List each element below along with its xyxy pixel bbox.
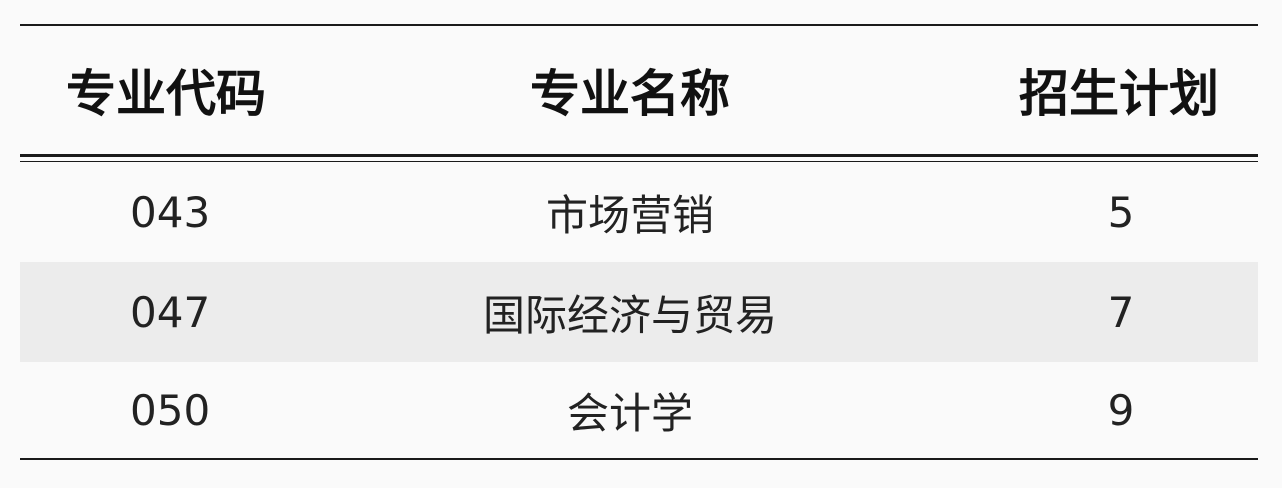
row-major-code: 047 (130, 287, 211, 337)
table-header-row: 专业代码 专业名称 招生计划 (20, 26, 1258, 154)
row-major-name: 会计学 (566, 388, 693, 438)
enrollment-table: 专业代码 专业名称 招生计划 043 市场营销 5 047 国际经济与贸易 7 … (20, 0, 1258, 488)
header-enrollment-plan: 招生计划 (1019, 65, 1219, 123)
header-major-code: 专业代码 (66, 65, 266, 123)
table-row: 047 国际经济与贸易 7 (20, 262, 1258, 362)
table-row: 043 市场营销 5 (20, 162, 1258, 262)
header-double-rule-thick (20, 154, 1258, 157)
table-top-rule (20, 24, 1258, 26)
table-bottom-rule (20, 458, 1258, 460)
header-double-rule-thin (20, 161, 1258, 162)
row-enrollment-plan: 9 (1107, 385, 1135, 435)
row-major-code: 043 (130, 187, 211, 237)
header-major-name: 专业名称 (530, 65, 730, 123)
row-major-name: 国际经济与贸易 (482, 290, 777, 340)
row-major-code: 050 (130, 385, 211, 435)
row-enrollment-plan: 7 (1107, 287, 1135, 337)
row-enrollment-plan: 5 (1107, 187, 1135, 237)
table-row: 050 会计学 9 (20, 360, 1258, 460)
row-major-name: 市场营销 (545, 190, 714, 240)
